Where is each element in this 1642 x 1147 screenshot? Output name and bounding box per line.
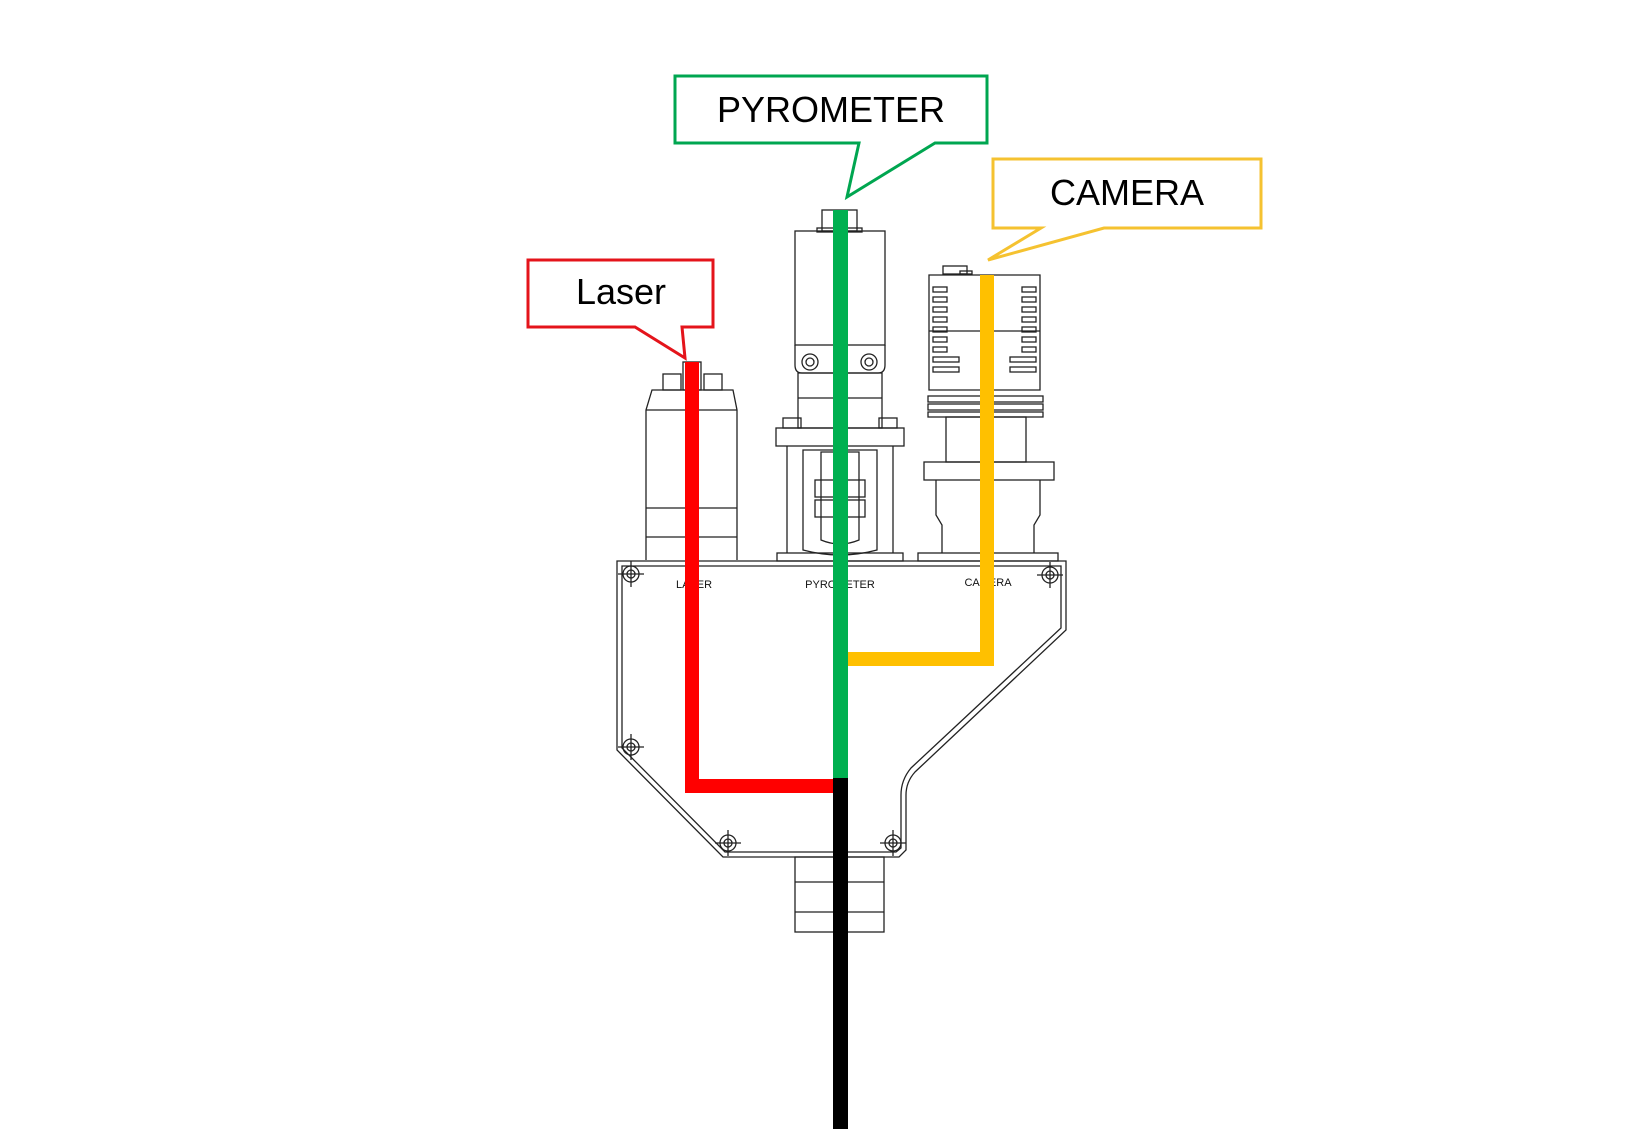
laser-callout-label: Laser (576, 271, 666, 312)
camera-fin (1021, 296, 1037, 303)
camera-fin (932, 286, 948, 293)
camera-fin (932, 296, 948, 303)
camera-fin (932, 356, 960, 363)
camera-fin (932, 306, 948, 313)
camera-fin (1021, 326, 1037, 333)
screw-icons (618, 561, 1063, 856)
screw-icon (618, 734, 644, 760)
camera-fin (1021, 316, 1037, 323)
camera-fin (1021, 306, 1037, 313)
camera-fin (932, 336, 948, 343)
screw-icon (1037, 562, 1063, 588)
laser-path (685, 362, 833, 793)
camera-fin (1009, 366, 1037, 373)
camera-fin (1021, 346, 1037, 353)
laser-callout: Laser (526, 258, 715, 361)
camera-callout: CAMERA (987, 157, 1263, 262)
camera-fin (932, 326, 948, 333)
screw-icon (618, 561, 644, 587)
camera-callout-label: CAMERA (1050, 172, 1204, 213)
pyrometer-callout-label: PYROMETER (717, 89, 945, 130)
camera-fin (932, 346, 948, 353)
camera-path (848, 275, 994, 666)
screw-icon (715, 830, 741, 856)
beam-paths (685, 210, 994, 1129)
camera-fin (1021, 336, 1037, 343)
camera-fin (932, 366, 960, 373)
screw-icon (880, 830, 906, 856)
pyrometer-callout: PYROMETER (673, 74, 989, 201)
camera-fin (932, 316, 948, 323)
camera-fin (1021, 286, 1037, 293)
housing-plate (616, 560, 1067, 858)
camera-fin (1009, 356, 1037, 363)
